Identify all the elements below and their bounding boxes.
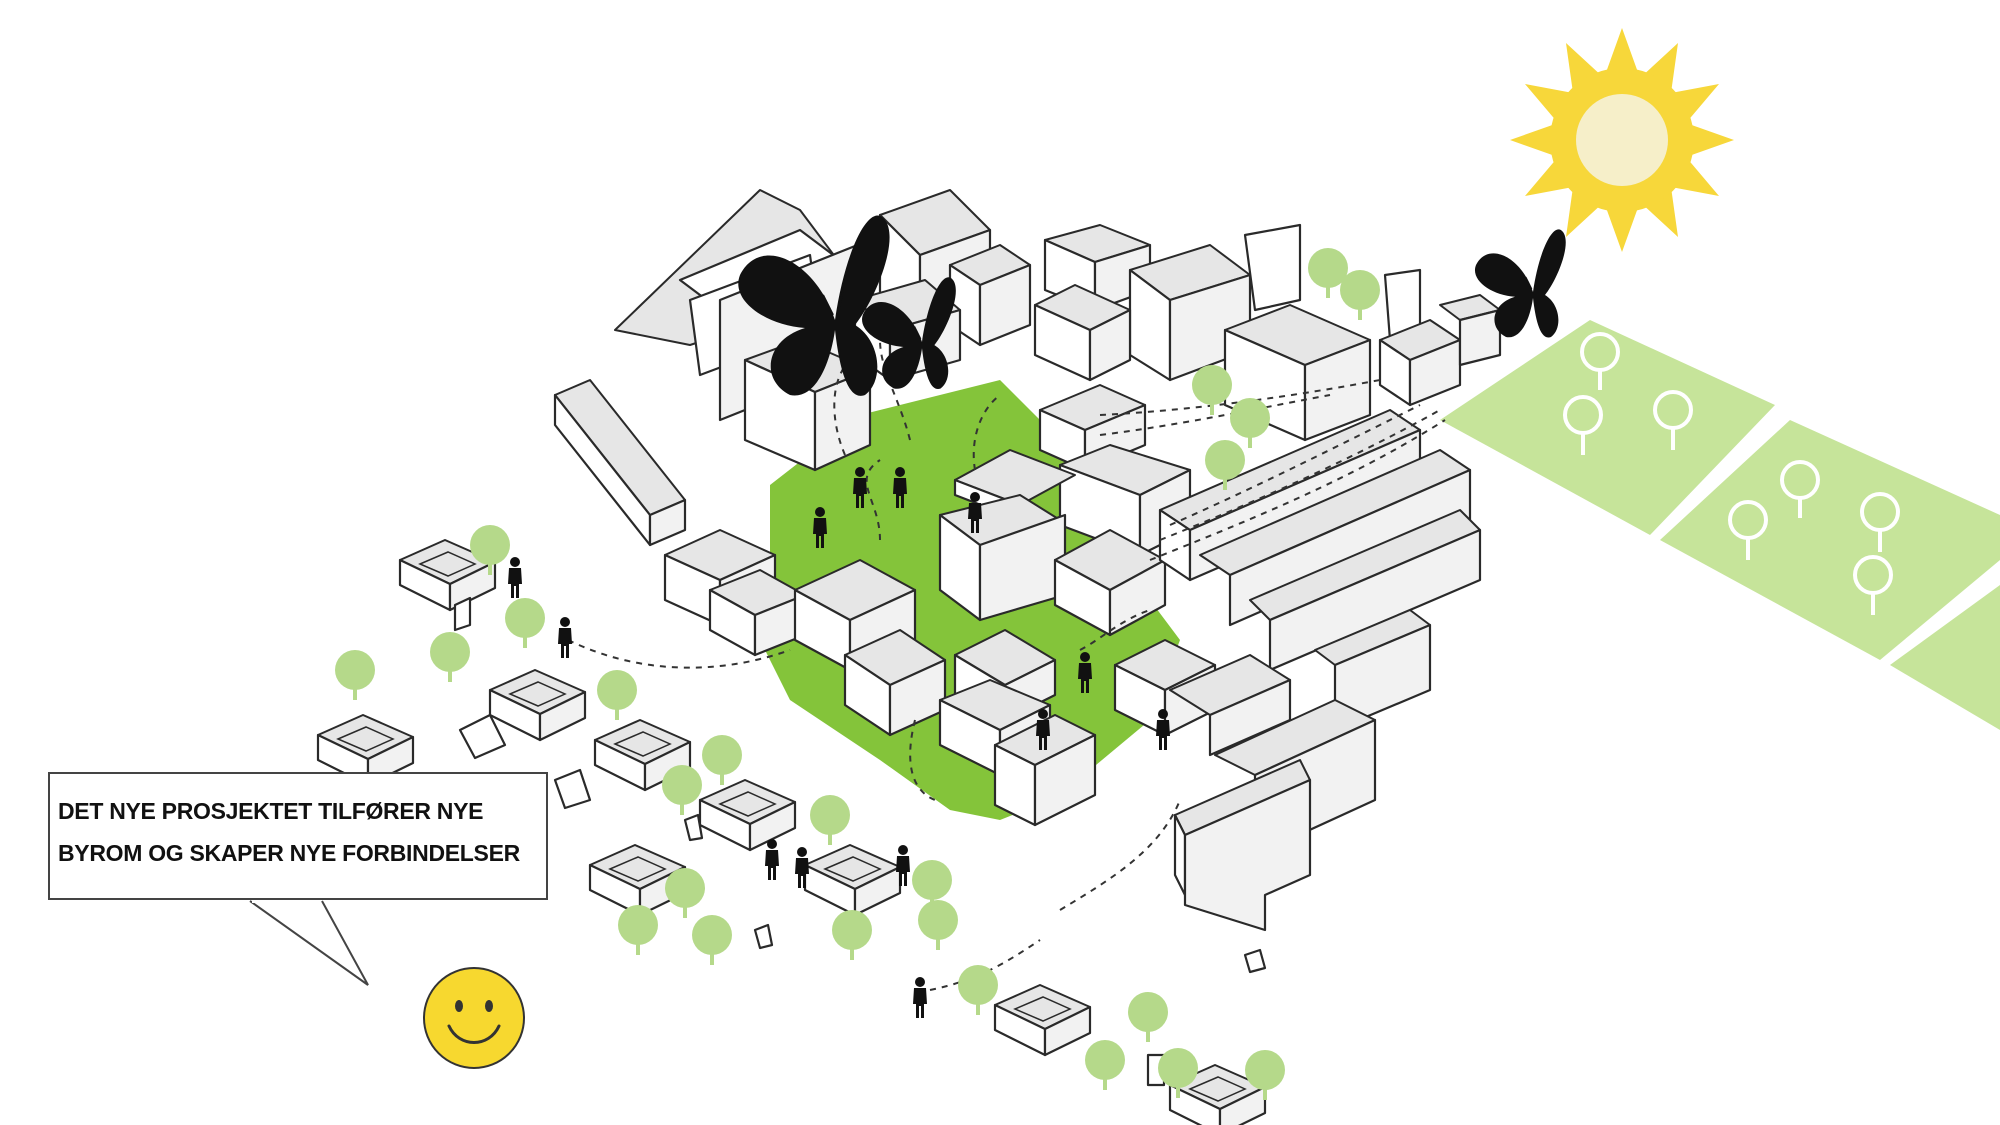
speech-bubble-callout: DET NYE PROSJEKTET TILFØRER NYE BYROM OG…	[48, 772, 548, 900]
park-strip	[1440, 320, 2000, 730]
callout-tail	[249, 900, 369, 986]
callout-line-1: DET NYE PROSJEKTET TILFØRER NYE	[58, 798, 484, 824]
sun-icon	[1510, 28, 1734, 252]
building-west-slab	[553, 379, 687, 547]
connection-paths	[567, 339, 1446, 991]
callout-line-2: BYROM OG SKAPER NYE FORBINDELSER	[58, 840, 520, 866]
smiley-face-icon	[423, 967, 525, 1069]
